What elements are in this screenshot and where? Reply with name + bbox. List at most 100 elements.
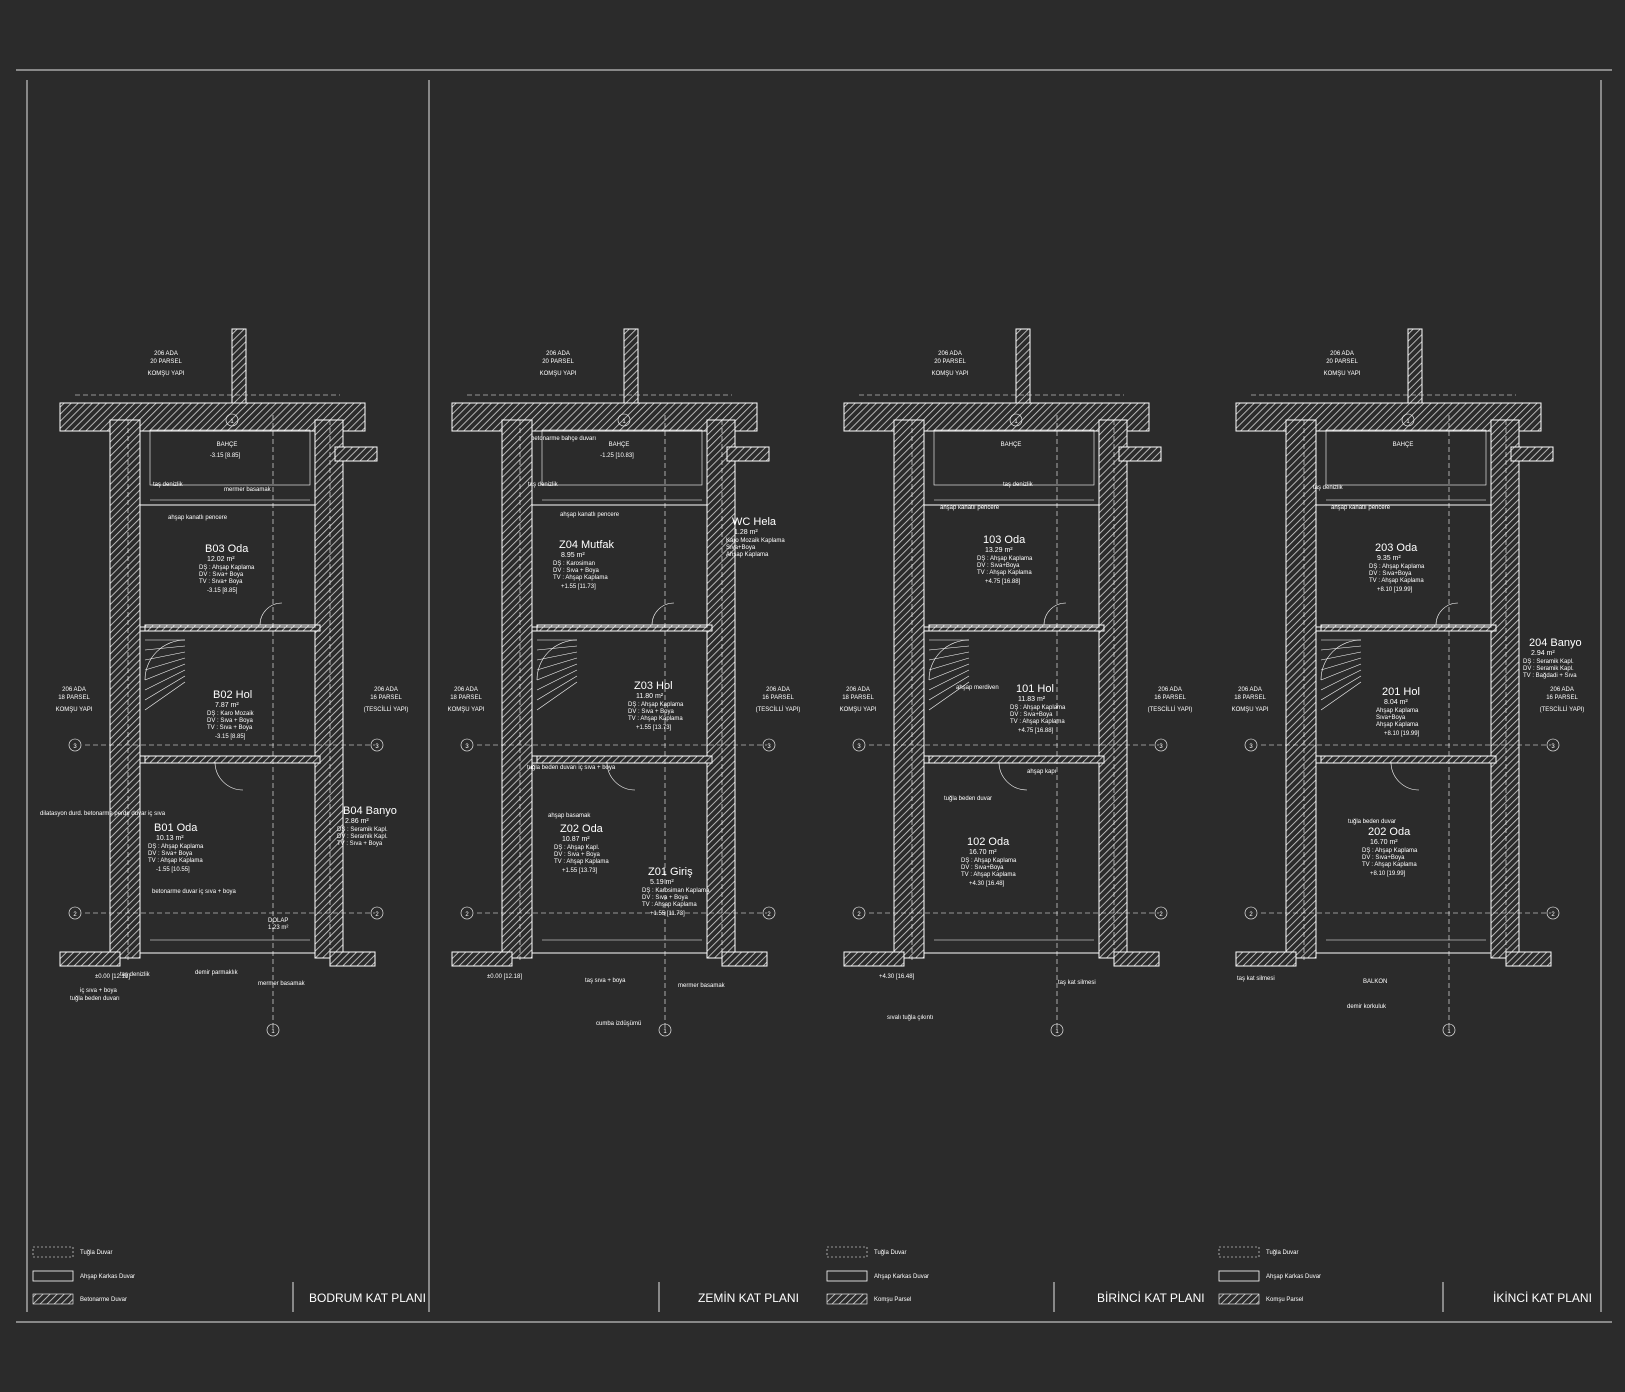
room-level: +1.55 [11.73] bbox=[561, 584, 596, 590]
annotation: sıvalı tuğla çıkıntı bbox=[887, 1015, 934, 1021]
room-level: +8.10 [19.99] bbox=[1384, 731, 1420, 737]
room-level: -3.15 [8.85] bbox=[207, 588, 238, 594]
room-name: B02 Hol bbox=[213, 689, 252, 701]
room-finish: Ahşap Kaplama bbox=[726, 552, 769, 558]
axis-marker bbox=[370, 738, 384, 752]
legend-neighbor-label: Komşu Parsel bbox=[874, 1297, 911, 1303]
cross-wall-upper bbox=[1320, 624, 1497, 632]
left-wall bbox=[893, 419, 925, 959]
room-outline-top bbox=[1315, 504, 1492, 628]
axis-marker bbox=[1154, 906, 1168, 920]
room-finish: Sıva+Boya bbox=[1376, 715, 1406, 721]
bottom-right-wall bbox=[1113, 951, 1160, 967]
stair-tread bbox=[1320, 681, 1362, 711]
axis-marker bbox=[852, 738, 866, 752]
timber-swatch bbox=[1218, 1270, 1260, 1282]
axis-marker bbox=[1244, 738, 1258, 752]
room-name: Z02 Oda bbox=[560, 823, 604, 835]
room-outline-bottom bbox=[1315, 762, 1492, 954]
room-name: 102 Oda bbox=[967, 836, 1010, 848]
room-area: 7.87 m² bbox=[215, 702, 239, 709]
room-finish: TV : Ahşap Kaplama bbox=[961, 872, 1016, 878]
room-name: Z03 Hol bbox=[634, 680, 673, 692]
stair-tread bbox=[144, 645, 186, 651]
axis-marker bbox=[762, 738, 776, 752]
room-name: B03 Oda bbox=[205, 543, 249, 555]
axis-marker-label: 3 bbox=[857, 744, 861, 750]
annotation: ahşap kanatlı pencere bbox=[560, 512, 620, 518]
axis-marker-label: 2 bbox=[73, 912, 77, 918]
level-bottom: ±0.00 [12.18] bbox=[487, 974, 522, 980]
concrete-swatch bbox=[32, 1293, 74, 1305]
axis-marker bbox=[617, 413, 631, 427]
garden-area bbox=[541, 429, 703, 486]
legend-brick-label: Tuğla Duvar bbox=[80, 1250, 112, 1256]
bottom-right-wall bbox=[329, 951, 376, 967]
room-name: 103 Oda bbox=[983, 534, 1026, 546]
room-finish: TV : Ahşap Kaplama bbox=[554, 859, 609, 865]
annotation: ahşap kapı bbox=[1027, 769, 1057, 775]
room-outline-bottom bbox=[923, 762, 1100, 954]
level-top: -1.25 [10.83] bbox=[600, 453, 634, 459]
right-wall bbox=[1490, 419, 1520, 959]
neighbor-left-label: KOMŞU YAPI bbox=[1232, 707, 1269, 713]
legend-brick-label: Tuğla Duvar bbox=[1266, 1250, 1298, 1256]
annotation: taş denizlik bbox=[528, 482, 559, 488]
room-finish: DŞ : Karosiman Kaplama bbox=[642, 888, 710, 894]
axis-marker-label: 1 bbox=[1014, 419, 1018, 425]
neighbor-left-ada: 206 ADA bbox=[846, 687, 870, 693]
garden-label: BAHÇE bbox=[1001, 442, 1022, 448]
neighbor-right-label: (TESCİLLİ YAPI) bbox=[1148, 706, 1193, 713]
annotation: cumba izdüşümü bbox=[596, 1021, 641, 1027]
neighbor-right-ada: 206 ADA bbox=[1158, 687, 1182, 693]
axis-marker bbox=[1546, 738, 1560, 752]
annotation: BALKON bbox=[1363, 979, 1387, 985]
room-finish: DV : Seramik Kapl. bbox=[337, 834, 388, 840]
legend-neighbor-label: Komşu Parsel bbox=[1266, 1297, 1303, 1303]
legend-concrete-label: Betonarme Duvar bbox=[80, 1297, 127, 1303]
room-outline-bottom bbox=[531, 762, 708, 954]
bottom-left-wall bbox=[843, 951, 905, 967]
title-block-birinci: BİRİNCİ KAT PLANI bbox=[1053, 1282, 1205, 1312]
room-outline-mid bbox=[531, 630, 708, 757]
stair-curve bbox=[928, 639, 970, 681]
axis-marker bbox=[225, 413, 239, 427]
neighbor-top-parsel: 20 PARSEL bbox=[934, 359, 966, 365]
neighbor-wall-stub bbox=[1407, 328, 1423, 404]
neighbor-left-parsel: 18 PARSEL bbox=[1234, 695, 1266, 701]
annotation: ahşap basamak bbox=[548, 813, 591, 819]
axis-marker bbox=[460, 906, 474, 920]
neighbor-top-ada: 206 ADA bbox=[1330, 351, 1354, 357]
stair-tread bbox=[1320, 675, 1362, 701]
neighbor-left-parsel: 18 PARSEL bbox=[842, 695, 874, 701]
annotation: dilatasyon durd. betonarme perde duvar i… bbox=[40, 811, 166, 817]
stair-tread bbox=[928, 675, 970, 701]
door-swing bbox=[651, 602, 675, 626]
right-wall-return bbox=[1118, 446, 1162, 462]
neighbor-right-parsel: 16 PARSEL bbox=[1546, 695, 1578, 701]
bottom-left-wall bbox=[451, 951, 513, 967]
legend-timber-label: Ahşap Karkas Duvar bbox=[1266, 1274, 1321, 1280]
axis-marker-label: 3 bbox=[73, 744, 77, 750]
brick-swatch bbox=[1218, 1246, 1260, 1258]
annotation: taş denizlik bbox=[120, 972, 151, 978]
neighbor-wall-stub bbox=[623, 328, 639, 404]
room-outline-top bbox=[531, 504, 708, 628]
axis-marker bbox=[1050, 1023, 1064, 1037]
neighbor-top-ada: 206 ADA bbox=[938, 351, 962, 357]
plan-title: ZEMİN KAT PLANI bbox=[698, 1291, 799, 1305]
neighbor-left-ada: 206 ADA bbox=[1238, 687, 1262, 693]
room-area: 16.70 m² bbox=[1370, 839, 1398, 846]
legend-birinci: Tuğla Duvar Ahşap Karkas Duvar Komşu Par… bbox=[826, 1246, 929, 1305]
room-finish: Karo Mozaik Kaplama bbox=[726, 538, 785, 544]
room-finish: Sıva+Boya bbox=[726, 545, 756, 551]
stair-tread bbox=[928, 645, 970, 651]
legend-bodrum: Tuğla Duvar Ahşap Karkas Duvar Betonarme… bbox=[32, 1246, 135, 1305]
axis-marker bbox=[658, 1023, 672, 1037]
neighbor-right-ada: 206 ADA bbox=[374, 687, 398, 693]
neighbor-left-label: KOMŞU YAPI bbox=[448, 707, 485, 713]
